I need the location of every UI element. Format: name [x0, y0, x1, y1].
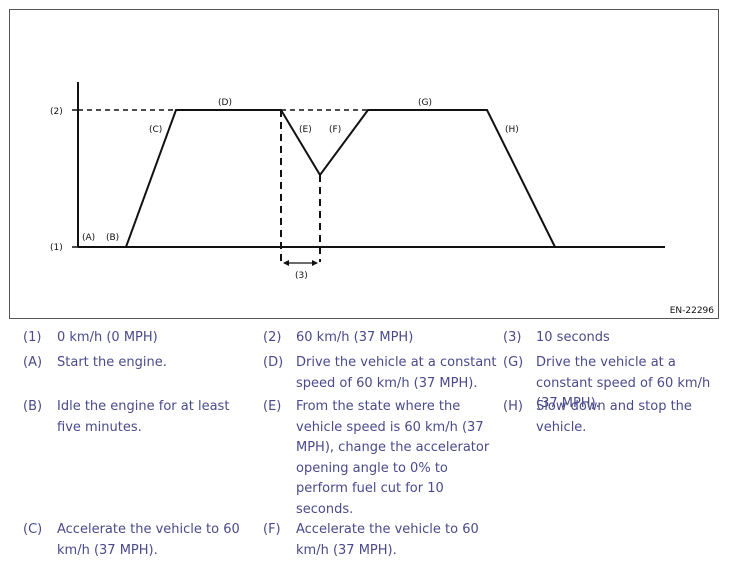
label-C: (C): [149, 125, 162, 135]
legend-text-F: Accelerate the vehicle to 60 km/h (37 MP…: [296, 522, 479, 558]
legend-text-G: Drive the vehicle at a constant speed of…: [536, 355, 711, 411]
legend-key-E: (E): [263, 399, 282, 414]
legend-key-3: (3): [503, 330, 522, 345]
speed-profile-diagram: (2) (1) (A) (B) (C) (D) (E) (F) (G) (H) …: [50, 82, 665, 281]
label-E: (E): [299, 125, 312, 135]
legend-key-F: (F): [263, 522, 281, 537]
legend-text-3: 10 seconds: [536, 330, 610, 345]
legend-key-G: (G): [503, 355, 524, 370]
legend-text-A: Start the engine.: [57, 355, 167, 370]
label-F: (F): [329, 125, 341, 135]
label-A: (A): [82, 233, 95, 243]
legend-key-1: (1): [23, 330, 42, 345]
legend-text-E: From the state where the vehicle speed i…: [296, 399, 490, 517]
legend-text-D: Drive the vehicle at a constant speed of…: [296, 355, 497, 391]
label-G: (G): [418, 98, 432, 108]
interval-arrow-left: [283, 260, 289, 266]
legend-key-2: (2): [263, 330, 282, 345]
label-B: (B): [106, 233, 119, 243]
legend-key-H: (H): [503, 399, 523, 414]
speed-profile-figure: (2) (1) (A) (B) (C) (D) (E) (F) (G) (H) …: [9, 9, 719, 319]
speed-profile-line: [78, 109, 556, 248]
label-speed-low: (1): [50, 243, 63, 253]
legend-key-B: (B): [23, 399, 43, 414]
legend-text-2: 60 km/h (37 MPH): [296, 330, 414, 345]
interval-arrow-right: [312, 260, 318, 266]
legend-text-C: Accelerate the vehicle to 60 km/h (37 MP…: [57, 522, 240, 558]
label-D: (D): [218, 98, 232, 108]
legend-text-1: 0 km/h (0 MPH): [57, 330, 158, 345]
label-H: (H): [505, 125, 519, 135]
label-speed-high: (2): [50, 107, 63, 117]
legend-key-C: (C): [23, 522, 43, 537]
figure-id: EN-22296: [669, 306, 714, 316]
legend-key-A: (A): [23, 355, 43, 370]
legend-text-H: Slow down and stop the vehicle.: [536, 399, 692, 435]
legend-text-B: Idle the engine for at least five minute…: [57, 399, 230, 435]
label-interval: (3): [295, 271, 308, 281]
legend-key-D: (D): [263, 355, 284, 370]
